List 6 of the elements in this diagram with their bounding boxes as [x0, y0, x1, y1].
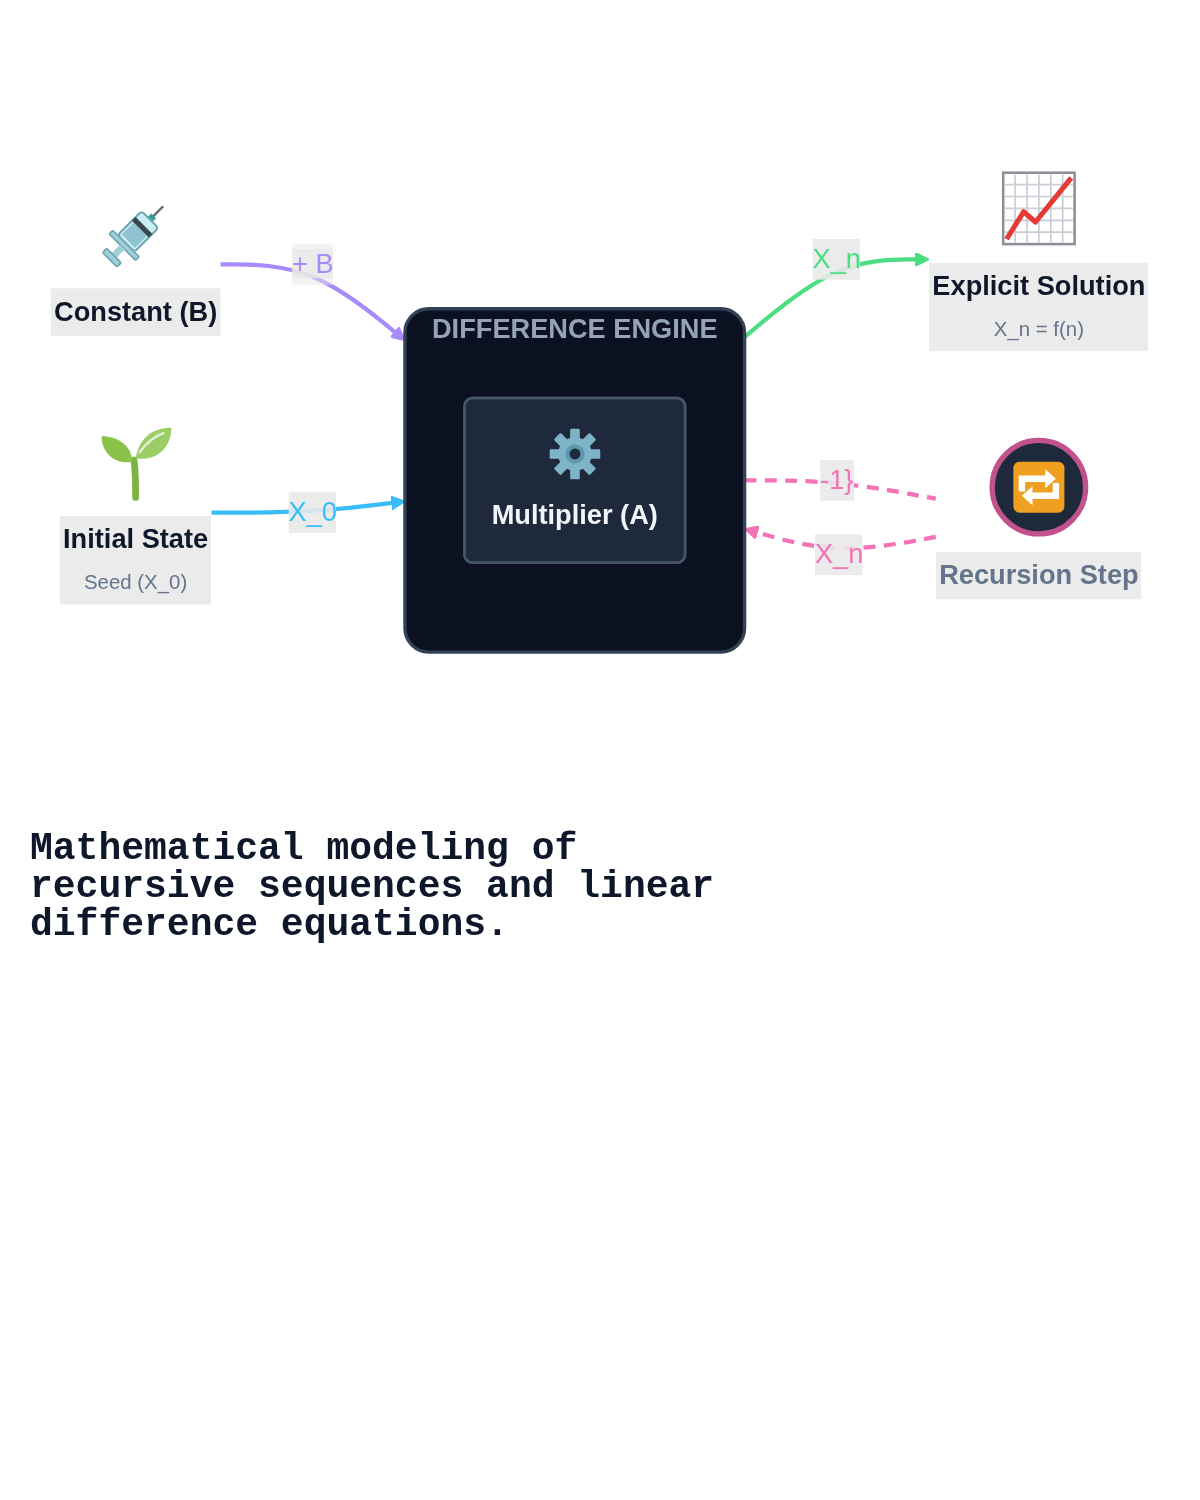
edge-label: X_n [815, 539, 864, 569]
edge-label: X_n [812, 244, 862, 274]
edge-label: X_0 [288, 497, 338, 527]
edge-label: -1} [820, 465, 854, 495]
diagram-title: Mathematical modeling of recursive sequences and linear difference equations. [30, 830, 716, 944]
edge-label: + B [292, 249, 334, 279]
